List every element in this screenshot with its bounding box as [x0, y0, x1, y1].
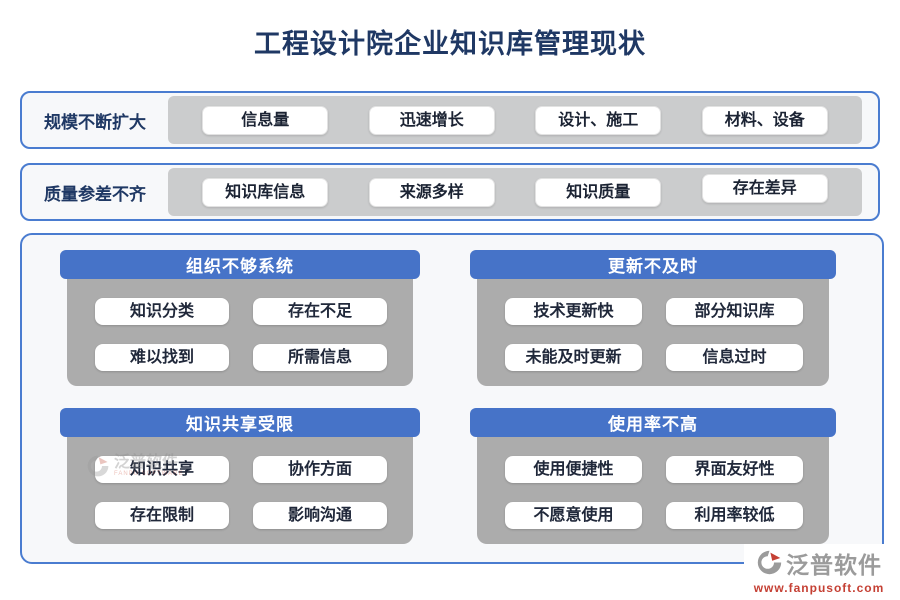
card-body: 知识共享 协作方面 存在限制 影响沟通 [67, 437, 413, 544]
row-label: 规模不断扩大 [44, 112, 146, 132]
row-item: 信息量 [202, 105, 329, 135]
row-label: 质量参差不齐 [44, 184, 146, 204]
row-item: 知识库信息 [202, 177, 329, 207]
card-item: 所需信息 [253, 344, 387, 372]
section-quality-variance: 质量参差不齐 知识库信息 来源多样 知识质量 存在差异 [20, 163, 880, 221]
card-header: 使用率不高 [470, 408, 836, 437]
card-item: 部分知识库 [666, 297, 803, 325]
card-item: 信息过时 [666, 344, 803, 372]
row-item: 知识质量 [535, 177, 662, 207]
card-item: 影响沟通 [253, 502, 387, 530]
page-title: 工程设计院企业知识库管理现状 [254, 29, 646, 59]
card-item: 知识分类 [95, 297, 229, 325]
card-item: 界面友好性 [666, 455, 803, 483]
card-body: 知识分类 存在不足 难以找到 所需信息 [67, 279, 413, 386]
card-body: 使用便捷性 界面友好性 不愿意使用 利用率较低 [477, 437, 829, 544]
card-item: 利用率较低 [666, 502, 803, 530]
row-item: 来源多样 [368, 177, 495, 207]
row-item: 存在差异 [701, 173, 828, 203]
card-update: 更新不及时 技术更新快 部分知识库 未能及时更新 信息过时 [470, 250, 836, 386]
card-body: 技术更新快 部分知识库 未能及时更新 信息过时 [477, 279, 829, 386]
card-item: 存在限制 [95, 502, 229, 530]
card-item: 技术更新快 [505, 297, 642, 325]
card-item: 存在不足 [253, 297, 387, 325]
card-header: 组织不够系统 [60, 250, 420, 279]
logo-url: www.fanpusoft.com [753, 580, 885, 595]
fanpu-swirl-icon [757, 550, 782, 575]
card-header: 知识共享受限 [60, 408, 420, 437]
issues-panel: 组织不够系统 知识分类 存在不足 难以找到 所需信息 更新不及时 技术更新快 部… [20, 233, 884, 564]
card-usage: 使用率不高 使用便捷性 界面友好性 不愿意使用 利用率较低 [470, 408, 836, 544]
row-item: 设计、施工 [535, 105, 662, 135]
card-sharing: 知识共享受限 知识共享 协作方面 存在限制 影响沟通 [60, 408, 420, 544]
card-item: 不愿意使用 [505, 502, 642, 530]
row-items-bar: 知识库信息 来源多样 知识质量 存在差异 [168, 168, 862, 216]
card-item: 知识共享 [95, 455, 229, 483]
row-items-bar: 信息量 迅速增长 设计、施工 材料、设备 [168, 96, 862, 144]
fanpu-logo: 泛普软件 www.fanpusoft.com [744, 544, 894, 596]
logo-row: 泛普软件 [756, 546, 882, 580]
logo-name: 泛普软件 [786, 551, 882, 578]
card-item: 协作方面 [253, 455, 387, 483]
card-organization: 组织不够系统 知识分类 存在不足 难以找到 所需信息 [60, 250, 420, 386]
section-scale-growth: 规模不断扩大 信息量 迅速增长 设计、施工 材料、设备 [20, 91, 880, 149]
card-header: 更新不及时 [470, 250, 836, 279]
card-item: 难以找到 [95, 344, 229, 372]
row-item: 迅速增长 [368, 105, 495, 135]
row-item: 材料、设备 [701, 105, 828, 135]
card-item: 使用便捷性 [505, 455, 642, 483]
card-item: 未能及时更新 [505, 344, 642, 372]
